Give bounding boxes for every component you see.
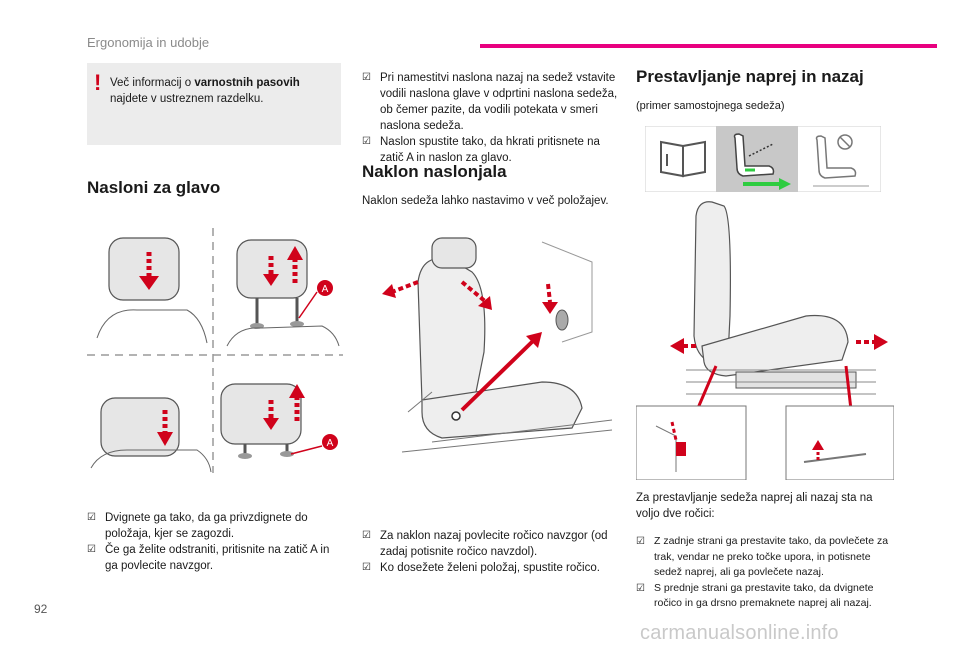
list-item: ☑S prednje strani ga prestavite tako, da… xyxy=(636,581,874,610)
svg-text:A: A xyxy=(322,284,329,295)
list-item: ☑Z zadnje strani ga prestavite tako, da … xyxy=(636,535,889,578)
list-item: ☑Dvignete ga tako, da ga privzdignete do… xyxy=(87,512,308,540)
recline-intro: Naklon sedeža lahko nastavimo v več polo… xyxy=(362,195,609,207)
recline-illustration xyxy=(382,237,613,453)
watermark: carmanualsonline.info xyxy=(640,622,839,644)
safety-note-box xyxy=(87,63,341,145)
slide-heading: Prestavljanje naprej in nazaj xyxy=(636,67,864,86)
seat-warning-icon xyxy=(813,134,869,187)
seat-adjust-icon xyxy=(733,133,791,190)
list-item: ☑Naslon spustite tako, da hkrati pritisn… xyxy=(362,136,600,164)
recline-instructions: ☑Za naklon nazaj povlecite ročico navzgo… xyxy=(362,528,620,576)
headrests-heading: Nasloni za glavo xyxy=(87,178,221,197)
recline-heading: Naklon naslonjala xyxy=(362,162,507,181)
book-icon xyxy=(660,140,706,178)
warning-icon: ! xyxy=(94,70,102,95)
headrest-refit-instructions: ☑Pri namestitvi naslona nazaj na sedež v… xyxy=(362,70,620,166)
svg-text:A: A xyxy=(327,438,334,449)
safety-note-text: Več informacij o varnostnih pasovih najd… xyxy=(110,77,300,105)
slide-intro: Za prestavljanje sedeža naprej ali nazaj… xyxy=(636,492,873,520)
headrest-instructions: ☑Dvignete ga tako, da ga privzdignete do… xyxy=(87,510,341,574)
page-number: 92 xyxy=(34,602,48,616)
section-header: Ergonomija in udobje xyxy=(87,35,210,50)
slide-example-note: (primer samostojnega sedeža) xyxy=(636,100,785,112)
header-accent-bar xyxy=(480,44,937,48)
slide-illustration xyxy=(636,201,894,480)
icon-strip xyxy=(645,126,881,192)
slide-instructions: ☑Z zadnje strani ga prestavite tako, da … xyxy=(636,534,896,612)
list-item: ☑Pri namestitvi naslona nazaj na sedež v… xyxy=(362,72,618,132)
seatbelt-link-text: varnostnih pasovih xyxy=(194,77,300,89)
list-item: ☑Za naklon nazaj povlecite ročico navzgo… xyxy=(362,530,608,558)
list-item: ☑Ko dosežete želeni položaj, spustite ro… xyxy=(362,562,600,574)
list-item: ☑Če ga želite odstraniti, pritisnite na … xyxy=(87,544,330,572)
headrest-illustration: A A xyxy=(87,228,343,473)
